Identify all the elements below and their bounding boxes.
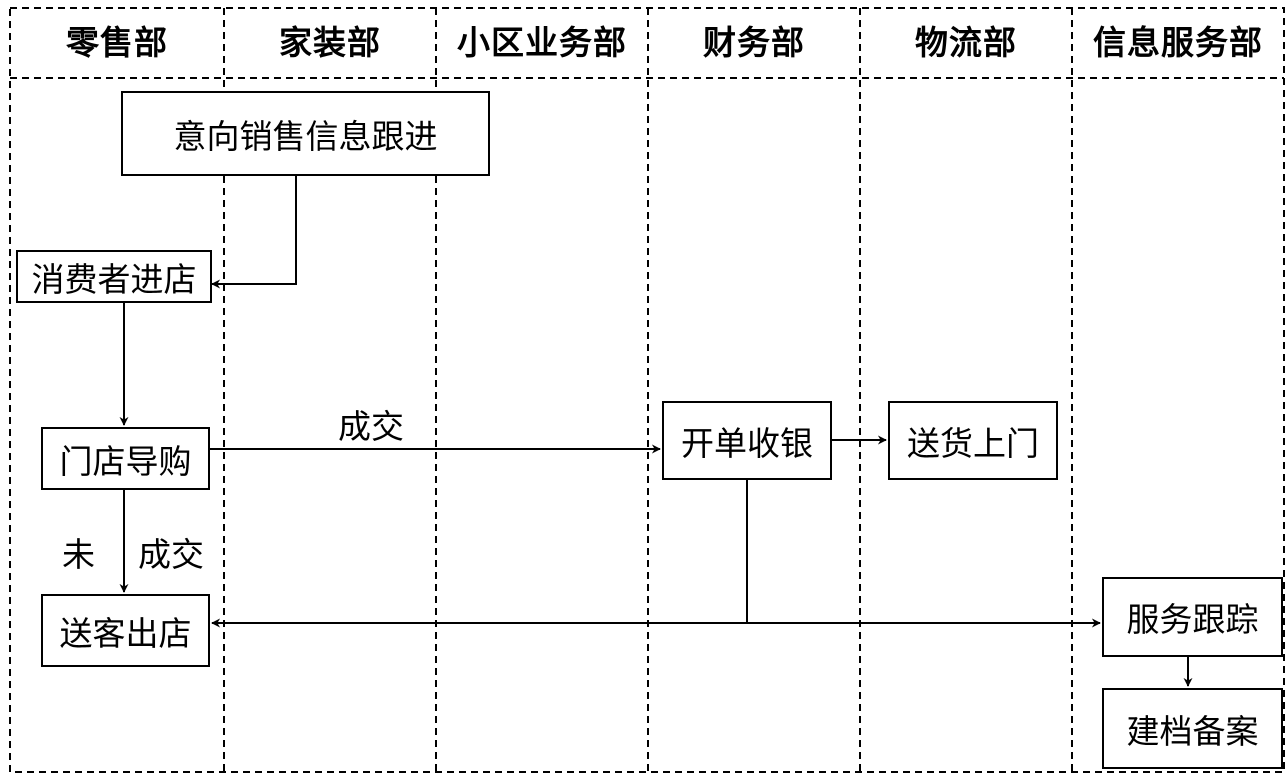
node-service-tracking: 服务跟踪 — [1102, 577, 1283, 657]
lane-header-logistics: 物流部 — [915, 23, 1017, 62]
edge-intent-to-customer — [211, 176, 297, 289]
lane-header-finance: 财务部 — [703, 23, 805, 62]
node-customer-enters: 消费者进店 — [16, 250, 212, 303]
node-billing: 开单收银 — [662, 401, 832, 480]
node-archive: 建档备案 — [1102, 688, 1283, 769]
node-delivery: 送货上门 — [888, 401, 1058, 480]
edge-label-deal: 成交 — [338, 407, 404, 446]
node-intent-followup: 意向销售信息跟进 — [121, 91, 490, 176]
edge-label-no: 未 — [62, 535, 95, 574]
lane-header-info-service: 信息服务部 — [1093, 23, 1263, 62]
lane-header-retail: 零售部 — [66, 23, 168, 62]
lane-header-community: 小区业务部 — [457, 23, 627, 62]
node-see-off: 送客出店 — [41, 594, 210, 667]
lane-header-home-decor: 家装部 — [279, 23, 381, 62]
node-store-guide: 门店导购 — [41, 427, 210, 490]
edge-label-no-deal: 成交 — [138, 535, 204, 574]
